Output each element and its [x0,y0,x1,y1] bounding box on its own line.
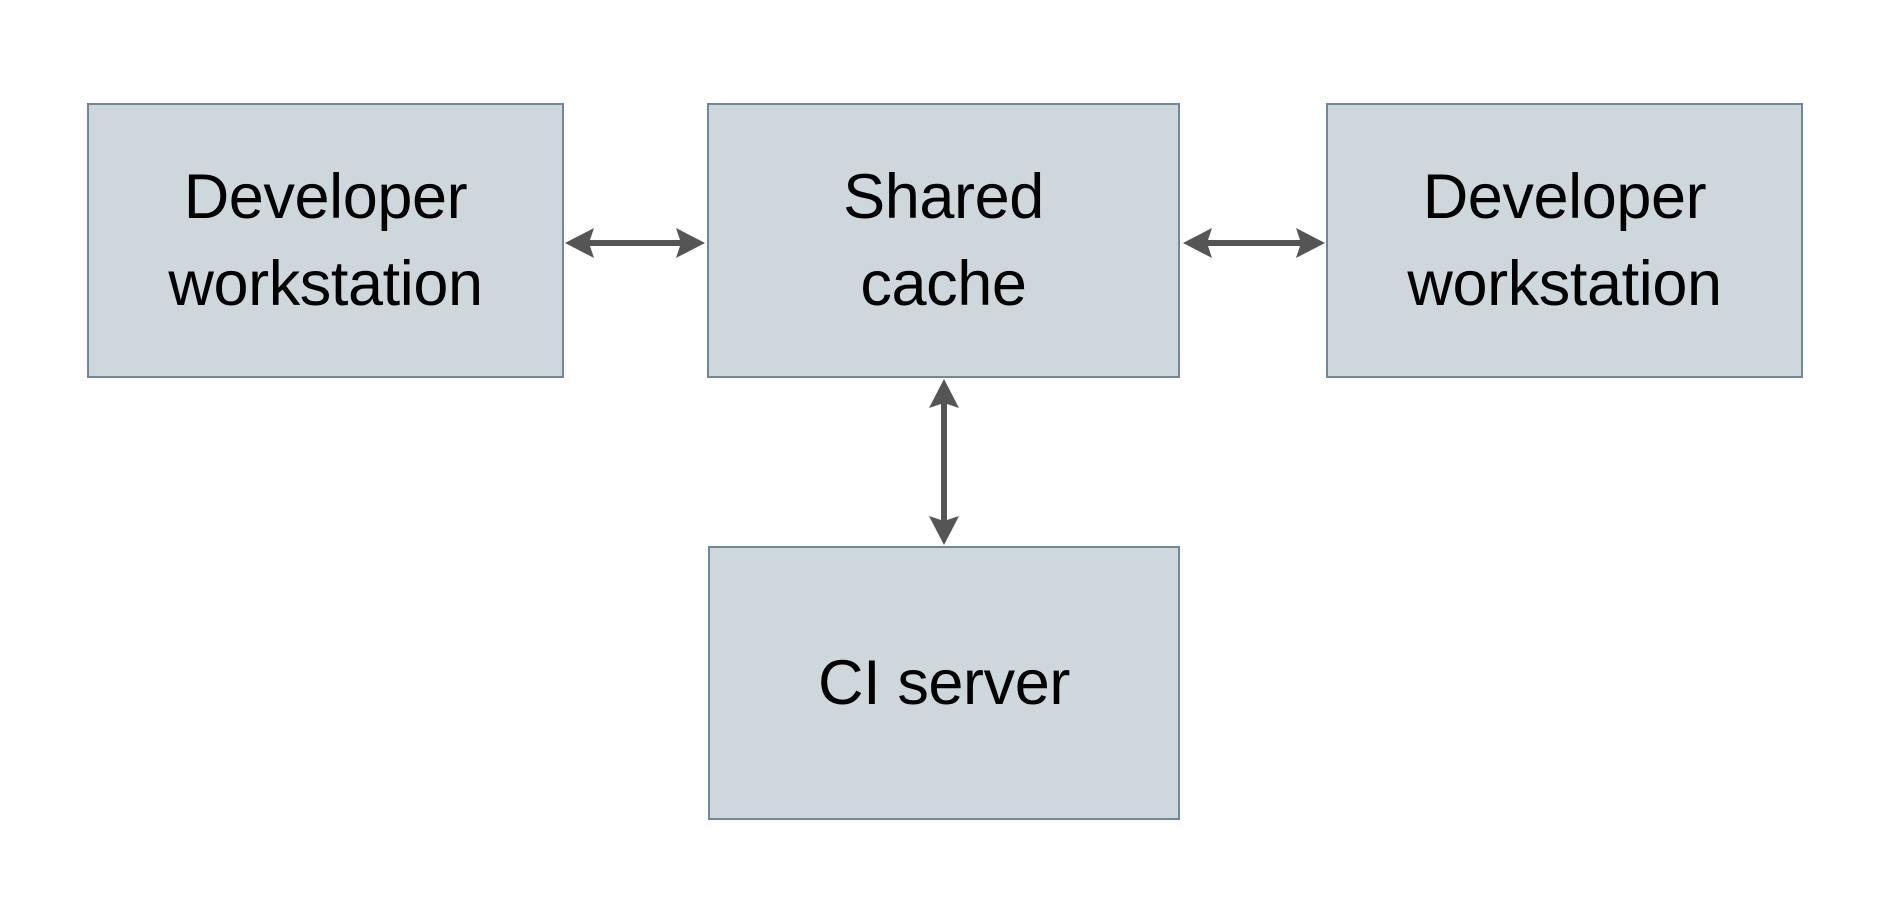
node-label: Developer workstation [168,161,483,319]
node-ci-server[interactable]: CI server [708,546,1180,820]
edge-left-workstation-to-shared-cache-double-arrow-icon[interactable] [560,215,710,271]
node-developer-workstation-right[interactable]: Developer workstation [1326,103,1803,378]
edge-shared-cache-to-ci-server-double-arrow-icon[interactable] [916,374,972,550]
node-label: Shared cache [843,161,1044,319]
node-shared-cache[interactable]: Shared cache [707,103,1180,378]
edge-shared-cache-to-right-workstation-double-arrow-icon[interactable] [1178,215,1330,271]
node-label: Developer workstation [1407,161,1722,319]
node-developer-workstation-left[interactable]: Developer workstation [87,103,564,378]
node-label: CI server [818,647,1070,718]
